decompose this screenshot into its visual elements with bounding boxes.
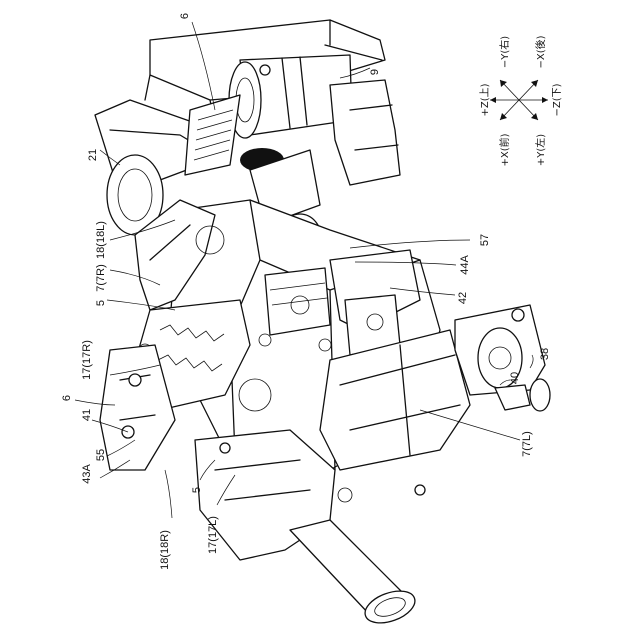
label-41: 41 [81, 409, 93, 421]
label-6-left: 6 [61, 395, 73, 401]
axes-legend: +Z(上) −Z(下) −Y(右) −X(後) +X(前) +Y(左) [479, 35, 563, 166]
axis-plus-z: +Z(上) [479, 83, 491, 116]
label-9: 9 [369, 69, 381, 75]
label-6-top: 6 [179, 13, 191, 19]
label-7L: 7(7L) [521, 431, 533, 457]
label-5-bottom: 5 [191, 487, 203, 493]
label-40: 40 [509, 372, 521, 384]
label-43A: 43A [81, 464, 93, 484]
label-38: 38 [539, 348, 551, 360]
axis-plus-x: +X(前) [498, 133, 511, 166]
label-44A: 44A [459, 255, 471, 275]
label-42: 42 [457, 292, 469, 304]
label-17R: 17(17R) [81, 340, 93, 380]
axis-minus-z: −Z(下) [552, 83, 563, 116]
label-18L: 18(18L) [95, 221, 107, 259]
label-21: 21 [87, 149, 99, 161]
label-55: 55 [95, 449, 107, 461]
label-17L: 17(17L) [207, 516, 219, 554]
axis-minus-x: −X(後) [534, 35, 547, 68]
axis-minus-y: −Y(右) [498, 36, 511, 68]
label-7R: 7(7R) [95, 264, 107, 292]
label-18R: 18(18R) [159, 530, 171, 570]
label-5-top: 5 [95, 300, 107, 306]
axis-plus-y: +Y(左) [534, 134, 547, 166]
label-57: 57 [479, 234, 491, 246]
